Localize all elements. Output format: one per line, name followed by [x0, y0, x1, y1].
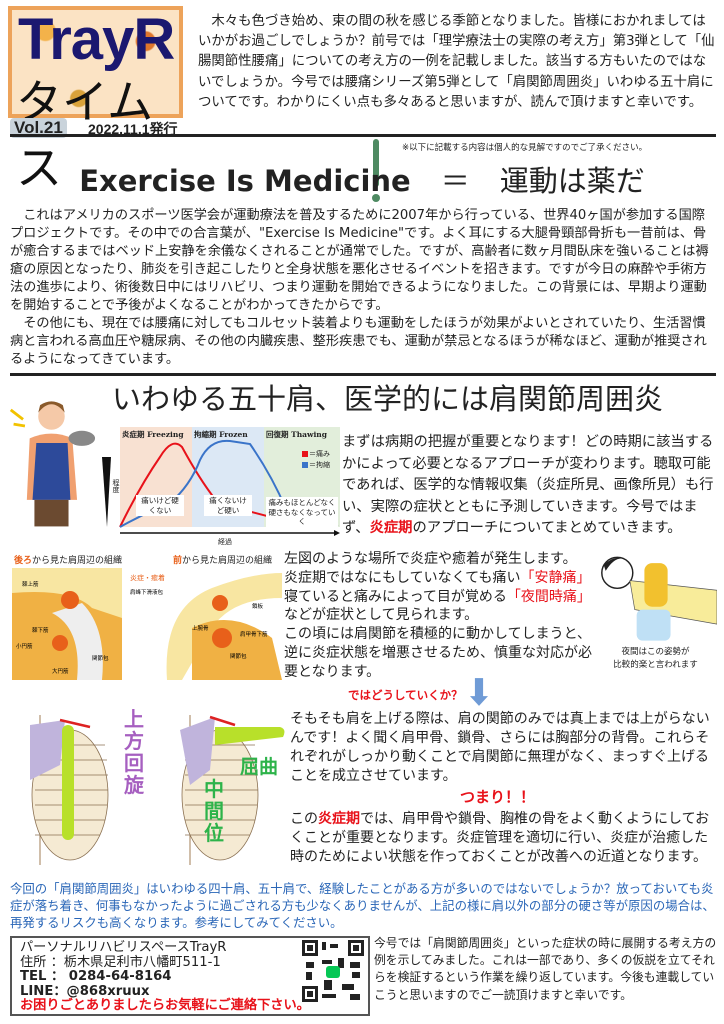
label-flexion: 屈曲 — [240, 756, 279, 778]
emphasis-text: つまり！！ — [460, 788, 536, 806]
label: 肩甲骨下筋 — [240, 630, 268, 638]
legend-stiffness-swatch — [302, 462, 308, 468]
text: などが症状として見られます。 — [284, 607, 479, 624]
phase-text: まずは病期の把握が重要となります！どの時期に該当するかによって必要となるアプロー… — [342, 432, 717, 540]
logo: TrayR タイムス — [8, 6, 183, 195]
issue-date: 2022.11.1発行 — [88, 121, 178, 137]
legend-stiffness: ＝拘縮 — [309, 461, 330, 469]
logo-title: TrayR — [18, 7, 175, 72]
legend-pain: ＝痛み — [309, 450, 330, 458]
diagram-front-title: 前から見た肩周辺の組織 — [173, 553, 272, 566]
highlight-rest-pain: 「安静痛」 — [520, 569, 591, 586]
inflammation-text: 左図のような場所で炎症や癒着が発生します。 炎症期ではなにもしていなくても痛い「… — [284, 550, 594, 682]
text: 左図のような場所で炎症や癒着が発生します。 — [284, 551, 577, 567]
text: から見た肩周辺の組織 — [182, 556, 273, 566]
label: 肩峰下滑液包 — [130, 588, 164, 596]
shoulder-skeleton-illustration — [30, 715, 285, 865]
highlight: 前 — [173, 556, 183, 566]
pain-curve — [119, 442, 339, 528]
label: 小円筋 — [16, 642, 33, 650]
highlight: 炎症期 — [369, 520, 413, 536]
paragraph: これはアメリカのスポーツ医学会が運動療法を普及するために2007年から行っている… — [10, 208, 709, 313]
diagram-back-title: 後ろから見た肩周辺の組織 — [14, 553, 122, 566]
section-body: これはアメリカのスポーツ医学会が運動療法を普及するために2007年から行っている… — [10, 207, 718, 369]
address: 住所 ：栃木県足利市八幡町511-1 — [20, 954, 221, 970]
label-upward-rotation: 上方回旋 — [124, 707, 144, 797]
text: まずは病期の把握が重要となります！どの時期に該当するかによって必要となるアプロー… — [342, 434, 714, 536]
business-name: パーソナルリハビリスペースTrayR — [20, 940, 227, 955]
closing-text: 今号では「肩関節周囲炎」といった症状の時に展開する考え方の例を示してみました。こ… — [374, 936, 717, 1002]
text: 炎症期ではなにもしていなくても痛い — [284, 569, 521, 586]
label: 関節包 — [230, 652, 247, 660]
label-inflammation: 炎症・癒着 — [130, 573, 165, 582]
chart-note: 痛みもほとんどなく硬さもなくなっていく — [266, 497, 338, 528]
woman-shoulder-pain-illustration — [9, 401, 96, 527]
label: 棘上筋 — [22, 580, 39, 588]
highlight-night-pain: 「夜間時痛」 — [506, 588, 591, 605]
text: では、肩甲骨や鎖骨、胸椎の骨をよく動くようにしておくことが重要となります。炎症管… — [290, 811, 710, 865]
line-icon — [326, 966, 340, 978]
label: 鎖板 — [252, 602, 264, 610]
phase-chart-graphics — [102, 427, 340, 536]
text: 寝ていると痛みによって目が覚める — [284, 588, 507, 605]
text: から見た肩周辺の組織 — [32, 556, 123, 566]
phase-label: 回復期 Thawing — [266, 430, 328, 439]
frozen-shoulder-phase-chart: 炎症期 Freezing 拘縮期 Frozen 回復期 Thawing ＝痛み … — [100, 427, 340, 549]
x-axis-arrow — [334, 530, 340, 536]
contact-cta: お困りごとありましたらお気軽にご連絡下さい。 — [20, 998, 310, 1014]
title-jp: 運動は薬だ — [499, 164, 645, 198]
phase-label: 炎症期 Freezing — [122, 430, 184, 439]
title-eq: ＝ — [440, 164, 470, 198]
exclamation-icon — [372, 139, 380, 202]
shoulder-anatomy-diagram: 炎症・癒着 肩峰下滑液包 棘上筋 棘下筋 小円筋 大円筋 関節包 鎖板 上腕骨 … — [12, 568, 282, 680]
label: 大円筋 — [52, 667, 69, 675]
paragraph: その他にも、現在では腰痛に対してもコルセット装着よりも運動をしたほうが効果がよい… — [10, 316, 707, 367]
label: 棘下筋 — [32, 626, 49, 634]
phase-label: 拘縮期 Frozen — [194, 430, 248, 439]
label-neutral: 中間位 — [204, 777, 224, 845]
y-axis-label: 程度 — [112, 479, 120, 493]
text: 夜間はこの姿勢が — [621, 647, 690, 657]
divider — [10, 134, 716, 137]
text: この頃には肩関節を積極的に動かしてしまうと、逆に炎症状態を増悪させるため、慎重な… — [284, 626, 592, 680]
divider — [10, 373, 716, 376]
summary-text: 今回の「肩関節周囲炎」はいわゆる四十肩、五十肩で、経験したことがある方が多いので… — [10, 881, 715, 931]
line-qr-code[interactable] — [302, 940, 364, 1002]
line-id[interactable]: LINE：@868xruux — [20, 983, 150, 999]
highlight: 後ろ — [14, 556, 33, 566]
text: 比較的楽と言われます — [613, 660, 698, 670]
label: 上腕骨 — [192, 624, 209, 632]
chart-note: 痛いけど硬くない — [136, 495, 184, 516]
highlight: 炎症期 — [318, 811, 360, 827]
section-heading: いわゆる五十肩、医学的には肩関節周囲炎 — [112, 382, 664, 416]
chart-note: 痛くないけど硬い — [204, 495, 252, 516]
sleep-caption: 夜間はこの姿勢が比較的楽と言われます — [598, 646, 713, 672]
label: 関節包 — [92, 654, 109, 662]
question-text: ではどうしていくか？ — [348, 688, 463, 702]
contact-box: パーソナルリハビリスペースTrayR 住所 ：栃木県足利市八幡町511-1 TE… — [10, 936, 370, 1016]
phone[interactable]: TEL ： 0284-64-8164 — [20, 969, 172, 985]
text: のアプローチについてまとめていきます。 — [412, 520, 682, 536]
down-arrow-icon — [470, 678, 488, 706]
legend-pain-swatch — [302, 451, 308, 457]
disclaimer: ※以下に記載する内容は個人的な見解ですのでご了承ください。 — [402, 143, 648, 153]
intro-text: 木々も色づき始め、束の間の秋を感じる季節となりました。皆様におかれましてはいかが… — [198, 14, 715, 110]
title-en: Exercise Is Medicine — [79, 164, 411, 198]
sleeping-posture-illustration — [601, 556, 717, 641]
x-axis-label: 経過 — [218, 538, 232, 546]
approach-text: この炎症期では、肩甲骨や鎖骨、胸椎の骨をよく動くようにしておくことが重要となりま… — [290, 810, 718, 867]
text: この — [290, 811, 318, 827]
y-axis-wedge — [102, 457, 111, 527]
volume-badge: Vol.21 — [10, 118, 67, 138]
shoulder-movement-text: そもそも肩を上げる際は、肩の関節のみでは真上までは上がらないんです！よく聞く肩甲… — [290, 711, 710, 784]
section-title: Exercise Is Medicine ＝ 運動は薬だ — [0, 158, 724, 200]
